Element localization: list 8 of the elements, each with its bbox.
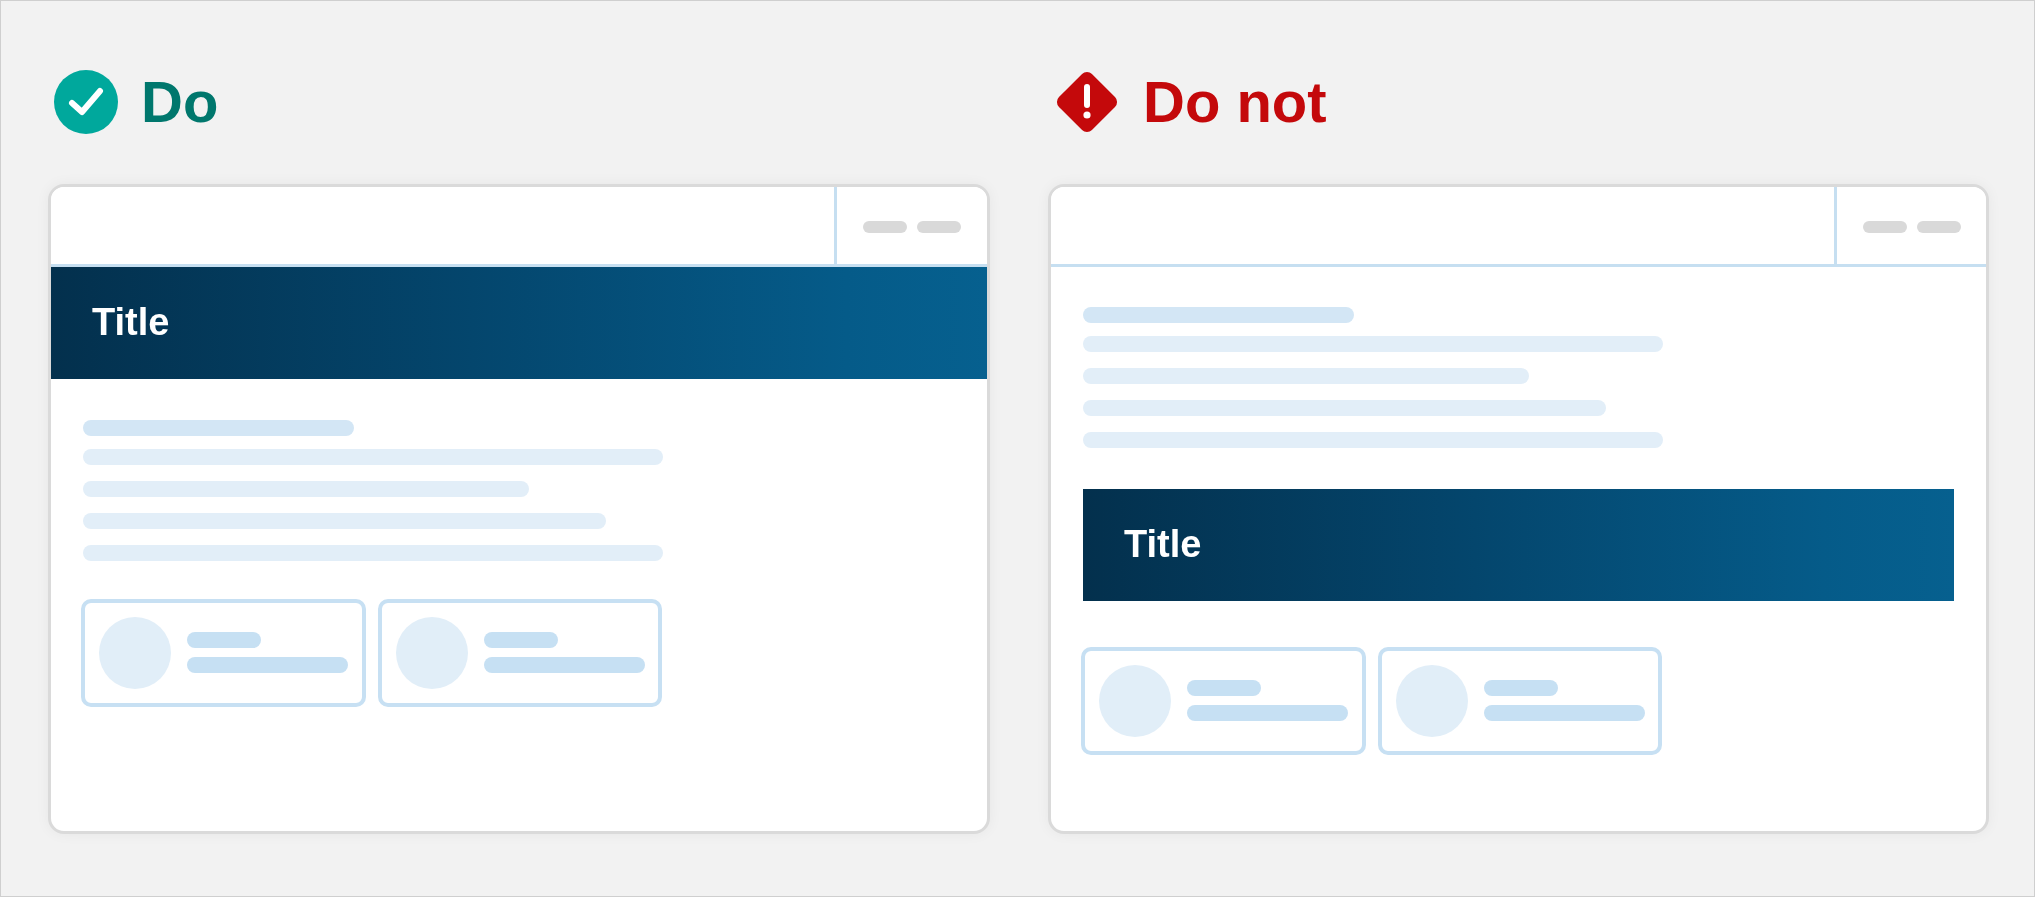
section-heading: Do not <box>1143 73 1327 131</box>
title-banner <box>1083 489 1954 601</box>
section-heading: Do <box>141 73 219 131</box>
browser-window-mockup <box>48 184 990 834</box>
banner-title: Title <box>1124 524 1202 566</box>
browser-window-mockup <box>1048 184 1989 834</box>
banner-title: Title <box>92 302 170 344</box>
title-banner <box>51 267 987 379</box>
